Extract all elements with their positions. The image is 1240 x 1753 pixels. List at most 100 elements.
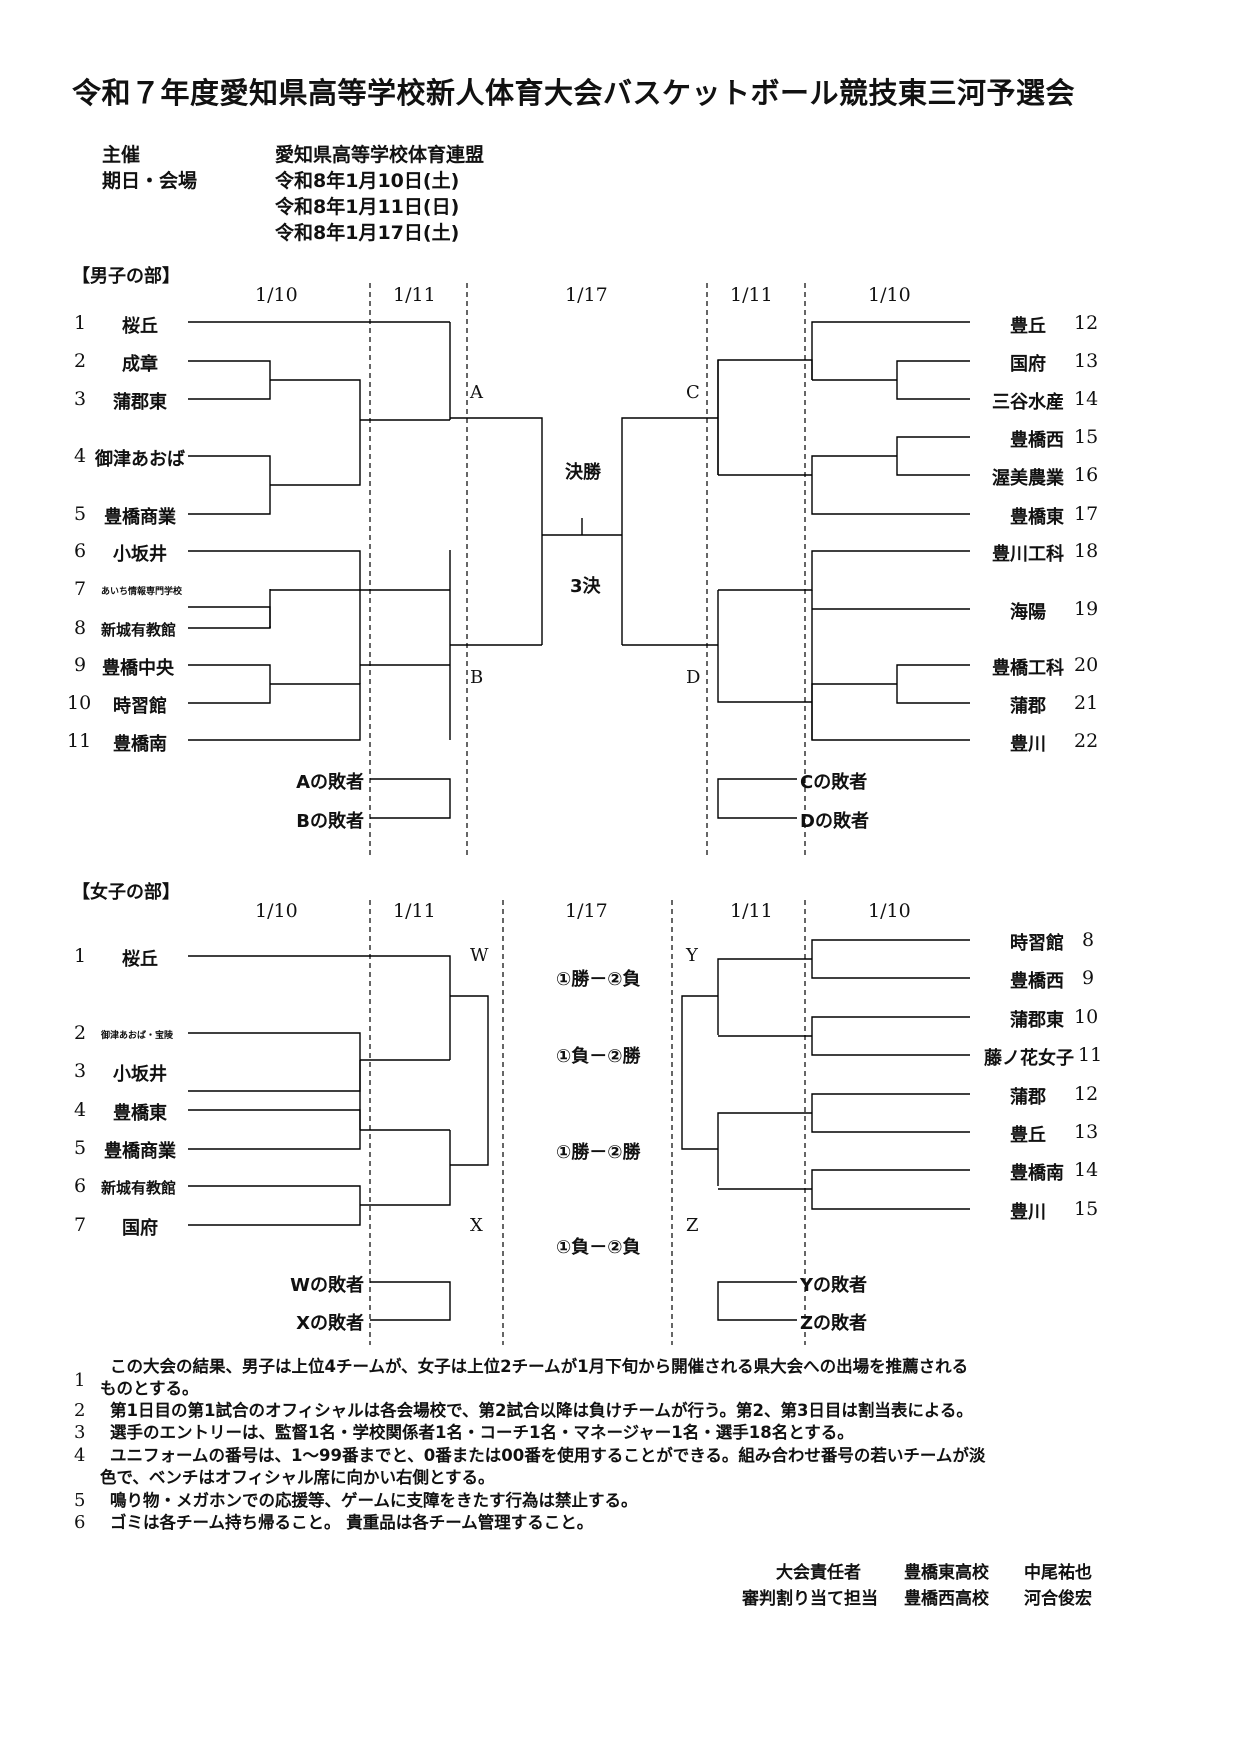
team-name: 蒲郡東 — [1010, 1010, 1064, 1031]
team-name: 蒲郡 — [1010, 1087, 1046, 1108]
boys-round-date: 1/17 — [565, 284, 608, 306]
date-2: 令和8年1月11日(日) — [275, 196, 460, 218]
note-text: 鳴り物・メガホンでの応援等、ゲームに支障をきたす行為は禁止する。 — [110, 1491, 638, 1510]
team-number: 1 — [74, 945, 87, 967]
date-3: 令和8年1月17日(土) — [275, 222, 460, 244]
team-number: 4 — [74, 1099, 87, 1121]
signature-role: 大会責任者 — [776, 1563, 861, 1583]
loser-label: Aの敗者 — [296, 772, 364, 793]
bracket-letter: X — [470, 1215, 483, 1236]
boys-section-label: 【男子の部】 — [72, 266, 180, 287]
note-text: ユニフォームの番号は、1～99番までと、0番または00番を使用することができる。… — [110, 1446, 986, 1465]
team-number: 6 — [74, 1175, 87, 1197]
team-number: 10 — [67, 692, 92, 714]
team-name: 豊橋西 — [1010, 430, 1064, 451]
host-label: 主催 — [102, 144, 141, 166]
bracket-letter: D — [686, 667, 701, 688]
team-name: 豊橋東 — [1010, 507, 1064, 528]
host-value: 愛知県高等学校体育連盟 — [275, 144, 485, 166]
team-name: 御津あおば — [95, 449, 185, 470]
signature-school: 豊橋東高校 — [904, 1563, 989, 1583]
team-number: 15 — [1074, 1198, 1099, 1220]
team-name: 豊丘 — [1010, 1125, 1046, 1146]
team-name: 渥美農業 — [992, 468, 1064, 489]
team-name: 時習館 — [113, 696, 167, 717]
team-name: 藤ノ花女子 — [984, 1048, 1074, 1069]
team-name: 桜丘 — [122, 316, 158, 337]
team-name: 時習館 — [1010, 933, 1064, 954]
team-name: 豊橋工科 — [992, 658, 1064, 679]
team-number: 12 — [1074, 312, 1099, 334]
team-name: 豊川 — [1010, 734, 1046, 755]
boys-round-date: 1/11 — [393, 284, 436, 306]
bracket-letter: Z — [686, 1215, 699, 1236]
team-number: 5 — [74, 503, 87, 525]
team-number: 13 — [1074, 350, 1099, 372]
matchup-label: ①勝－②負 — [556, 969, 641, 990]
page-title: 令和７年度愛知県高等学校新人体育大会バスケットボール競技東三河予選会 — [72, 76, 1076, 110]
team-number: 12 — [1074, 1083, 1099, 1105]
team-number: 19 — [1074, 598, 1099, 620]
girls-round-date: 1/10 — [255, 900, 298, 922]
boys-round-date: 1/11 — [730, 284, 773, 306]
matchup-label: ①負－②負 — [556, 1237, 641, 1258]
team-number: 6 — [74, 540, 87, 562]
note-text: 色で、ベンチはオフィシャル席に向かい右側とする。 — [100, 1468, 495, 1487]
team-name: 豊橋東 — [113, 1103, 167, 1124]
team-number: 10 — [1074, 1006, 1099, 1028]
team-number: 2 — [74, 1022, 87, 1044]
team-number: 16 — [1074, 464, 1099, 486]
team-number: 3 — [74, 1060, 87, 1082]
signature-role: 審判割り当て担当 — [742, 1589, 878, 1609]
team-number: 4 — [74, 445, 87, 467]
team-name: 桜丘 — [122, 949, 158, 970]
boys-round-date: 1/10 — [255, 284, 298, 306]
note-text: この大会の結果、男子は上位4チームが、女子は上位2チームが1月下旬から開催される… — [110, 1357, 969, 1376]
loser-label: Cの敗者 — [800, 772, 868, 793]
loser-label: Wの敗者 — [290, 1275, 364, 1296]
team-number: 17 — [1074, 503, 1099, 525]
signature-person: 河合俊宏 — [1024, 1589, 1092, 1609]
team-number: 11 — [67, 730, 92, 752]
team-name: 新城有教館 — [101, 1179, 177, 1197]
bracket-letter: W — [470, 945, 489, 966]
note-text: ものとする。 — [100, 1379, 199, 1398]
team-name: 豊丘 — [1010, 316, 1046, 337]
team-name: 小坂井 — [113, 544, 167, 565]
team-number: 13 — [1074, 1121, 1099, 1143]
note-text: 第1日目の第1試合のオフィシャルは各会場校で、第2試合以降は負けチームが行う。第… — [110, 1401, 973, 1420]
bracket-letter: Y — [686, 945, 698, 966]
team-name: 豊橋南 — [113, 734, 167, 755]
girls-section-label: 【女子の部】 — [72, 882, 180, 903]
team-number: 7 — [74, 578, 87, 600]
loser-label: Bの敗者 — [296, 811, 364, 832]
signature-school: 豊橋西高校 — [904, 1589, 989, 1609]
team-number: 15 — [1074, 426, 1099, 448]
team-name: 小坂井 — [113, 1064, 167, 1085]
team-name: 御津あおば・宝陵 — [101, 1031, 174, 1041]
team-name: 国府 — [1010, 354, 1046, 375]
team-number: 3 — [74, 388, 87, 410]
team-number: 8 — [1082, 929, 1095, 951]
note-number: 4 — [74, 1445, 86, 1466]
team-number: 22 — [1074, 730, 1099, 752]
team-name: 三谷水産 — [992, 392, 1064, 413]
team-name: 成章 — [122, 354, 158, 375]
team-number: 9 — [74, 654, 87, 676]
team-name: 蒲郡東 — [113, 392, 167, 413]
team-name: 豊川工科 — [992, 544, 1064, 565]
note-text: ゴミは各チーム持ち帰ること。 貴重品は各チーム管理すること。 — [110, 1513, 594, 1532]
team-name: 豊橋商業 — [104, 1141, 176, 1162]
matchup-label: ①勝－②勝 — [556, 1142, 641, 1163]
team-name: 豊川 — [1010, 1202, 1046, 1223]
team-number: 20 — [1074, 654, 1099, 676]
third-place-label: 3決 — [570, 576, 601, 597]
team-number: 5 — [74, 1137, 87, 1159]
bracket-letter: B — [470, 667, 484, 688]
girls-round-date: 1/11 — [393, 900, 436, 922]
bracket-letter: C — [686, 382, 700, 403]
loser-label: Yの敗者 — [800, 1275, 868, 1296]
team-number: 9 — [1082, 967, 1095, 989]
team-name: 海陽 — [1010, 602, 1046, 623]
